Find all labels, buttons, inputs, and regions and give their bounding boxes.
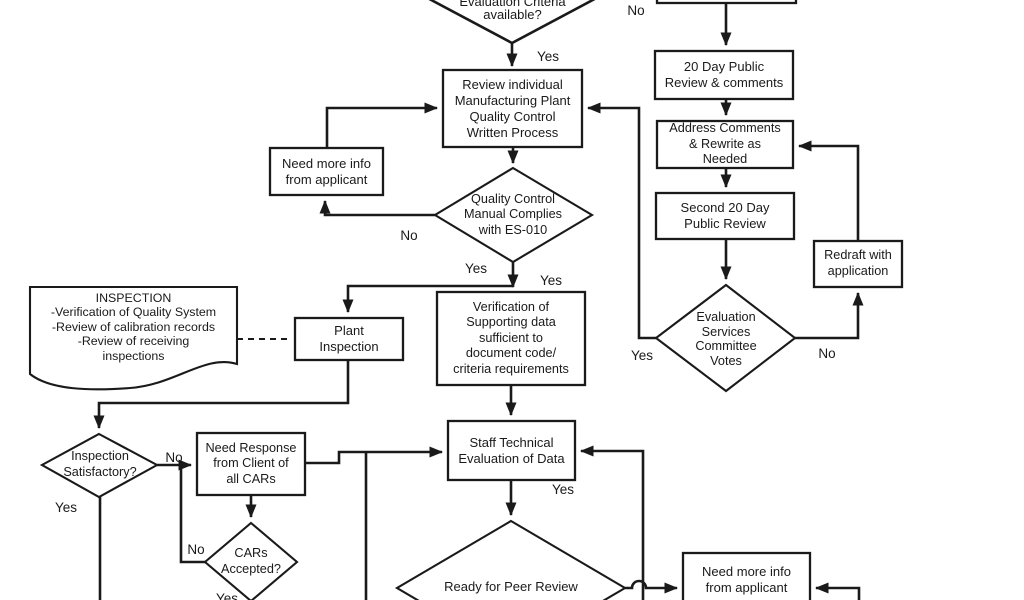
- node-address-comments-label: Address Comments & Rewrite as Needed: [669, 121, 781, 167]
- flow-shapes: [28, 0, 904, 600]
- node-review-plant-qc-label: Review individual Manufacturing Plant Qu…: [454, 76, 571, 140]
- edge-up-into-staff-right: [580, 445, 645, 600]
- edge-redraft-address: [798, 140, 860, 241]
- edge-qcmanual-yes-plantinspection: [342, 284, 513, 313]
- verification-supporting-data-box: [435, 290, 587, 387]
- edge-label-no-esc: No: [818, 346, 836, 361]
- edge-label-yes-qc-left: Yes: [464, 261, 488, 276]
- node-esc-votes-label: Evaluation Services Committee Votes: [695, 310, 757, 368]
- node-plant-inspection-label: Plant Inspection: [319, 323, 379, 354]
- review-plant-qc-box: [441, 68, 584, 149]
- node-redraft-with-application-label: Redraft with application: [824, 248, 892, 278]
- edge-readypeer-needinfo2: [625, 579, 678, 594]
- plant-inspection-box: [293, 316, 405, 362]
- edge-label-yes-esc: Yes: [630, 348, 654, 363]
- node-verification-supporting-data-label: Verification of Supporting data sufficie…: [453, 299, 569, 376]
- flow-connectors: [93, 3, 864, 600]
- staff-technical-evaluation-box: [446, 419, 577, 482]
- edge-label-no-qc: No: [400, 228, 418, 243]
- top-right-partial-box: [655, 0, 798, 5]
- edge-plantinspection-inspsatisfactory: [93, 360, 350, 429]
- edge-label-no-inspection: No: [165, 450, 183, 465]
- edge-carsaccepted-no-loop: [179, 465, 205, 564]
- edge-into-needinfo2-right: [815, 582, 861, 600]
- edge-label-yes-inspection: Yes: [54, 500, 78, 515]
- edge-qcmanual-no-needinfo1: [319, 200, 435, 217]
- node-need-more-info-2-label: Need more info from applicant: [702, 564, 791, 595]
- ready-for-peer-review-diamond: [394, 519, 628, 600]
- edge-label-no-cars: No: [187, 542, 205, 557]
- need-response-cars-box: [195, 431, 307, 497]
- node-public-review-20day-label: 20 Day Public Review & comments: [664, 59, 784, 90]
- node-inspection-doc-label: INSPECTION -Verification of Quality Syst…: [50, 290, 217, 363]
- redraft-with-application-box: [812, 239, 904, 289]
- need-more-info-1-box: [268, 146, 385, 197]
- edge-label-no-top: No: [627, 3, 645, 18]
- esc-votes-diamond: [654, 283, 797, 393]
- node-second-20day-review-label: Second 20 Day Public Review: [680, 200, 770, 231]
- address-comments-box: [655, 119, 795, 170]
- node-qc-manual-complies-label: Quality Control Manual Complies with ES-…: [463, 191, 563, 237]
- second-20day-review-box: [654, 191, 796, 241]
- edge-needresponse-staff: [305, 446, 443, 465]
- cars-accepted-diamond: [203, 521, 299, 600]
- edge-escvotes-no-redraft: [795, 292, 864, 340]
- edge-label-yes-top: Yes: [536, 49, 560, 64]
- node-cars-accepted-label: CARs Accepted?: [221, 546, 281, 576]
- eval-criteria-diamond: [428, 0, 596, 45]
- node-staff-technical-evaluation-label: Staff Technical Evaluation of Data: [458, 434, 565, 466]
- need-more-info-2-box: [681, 551, 812, 600]
- edge-label-yes-cars: Yes: [215, 591, 239, 600]
- edge-label-yes-staff: Yes: [551, 482, 575, 497]
- node-inspection-satisfactory-label: Inspection Satisfactory?: [63, 449, 137, 479]
- qc-manual-complies-diamond: [432, 166, 595, 264]
- edge-escvotes-yes-review: [587, 102, 656, 340]
- edge-label-yes-qc-right: Yes: [539, 273, 563, 288]
- edge-needinfo1-review: [325, 102, 438, 148]
- node-need-response-cars-label: Need Response from Client of all CARs: [205, 440, 297, 486]
- node-eval-criteria-label: Evaluation Criteria available?: [459, 0, 566, 22]
- node-ready-for-peer-review-label: Ready for Peer Review: [444, 579, 578, 594]
- node-need-more-info-1-label: Need more info from applicant: [282, 155, 371, 187]
- inspection-document-shape: [28, 285, 239, 391]
- public-review-20day-box: [653, 49, 795, 101]
- inspection-satisfactory-diamond: [39, 432, 160, 499]
